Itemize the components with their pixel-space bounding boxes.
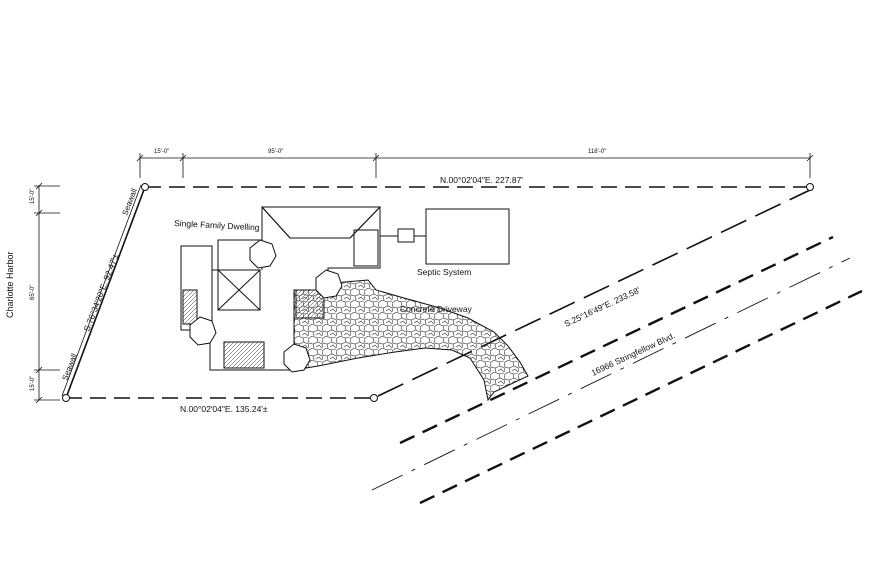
septic-system-label: Septic System xyxy=(417,267,471,277)
left-dimension-1: 15'-0" xyxy=(30,189,36,204)
single-family-dwelling xyxy=(180,206,382,371)
top-dimension-3: 118'-0" xyxy=(588,149,606,155)
septic-system xyxy=(380,208,510,265)
road-lines xyxy=(371,235,863,505)
property-boundary xyxy=(61,184,811,399)
concrete-driveway xyxy=(293,279,529,402)
top-dimension-2: 95'-0" xyxy=(268,149,283,155)
left-boundary-bearing: S.76°34'20"E. 92.47'± xyxy=(82,252,121,333)
road-name-label: 16966 Stringfellow Blvd. xyxy=(590,330,677,378)
dwelling-turrets xyxy=(189,239,343,373)
top-dimension-line xyxy=(136,153,814,178)
water-body-label: Charlotte Harbor xyxy=(5,251,15,318)
top-boundary-bearing: N.00°02'04"E. 227.87' xyxy=(440,175,523,185)
dwelling-label: Single Family Dwelling xyxy=(174,218,260,232)
left-dimension-line xyxy=(34,182,60,404)
driveway-label: Concrete Driveway xyxy=(400,304,473,314)
top-dimension-1: 15'-0" xyxy=(154,149,169,155)
bottom-boundary-bearing: N.00°02'04"E. 135.24'± xyxy=(180,404,268,414)
left-dimension-2: 65'-0" xyxy=(30,285,36,300)
seawall-label-bottom: Seawall xyxy=(60,352,79,382)
diagonal-boundary-bearing: S.25°16'49"E. 233.58' xyxy=(563,285,642,329)
left-dimension-3: 15'-0" xyxy=(30,376,36,391)
property-corner-markers xyxy=(62,183,814,402)
